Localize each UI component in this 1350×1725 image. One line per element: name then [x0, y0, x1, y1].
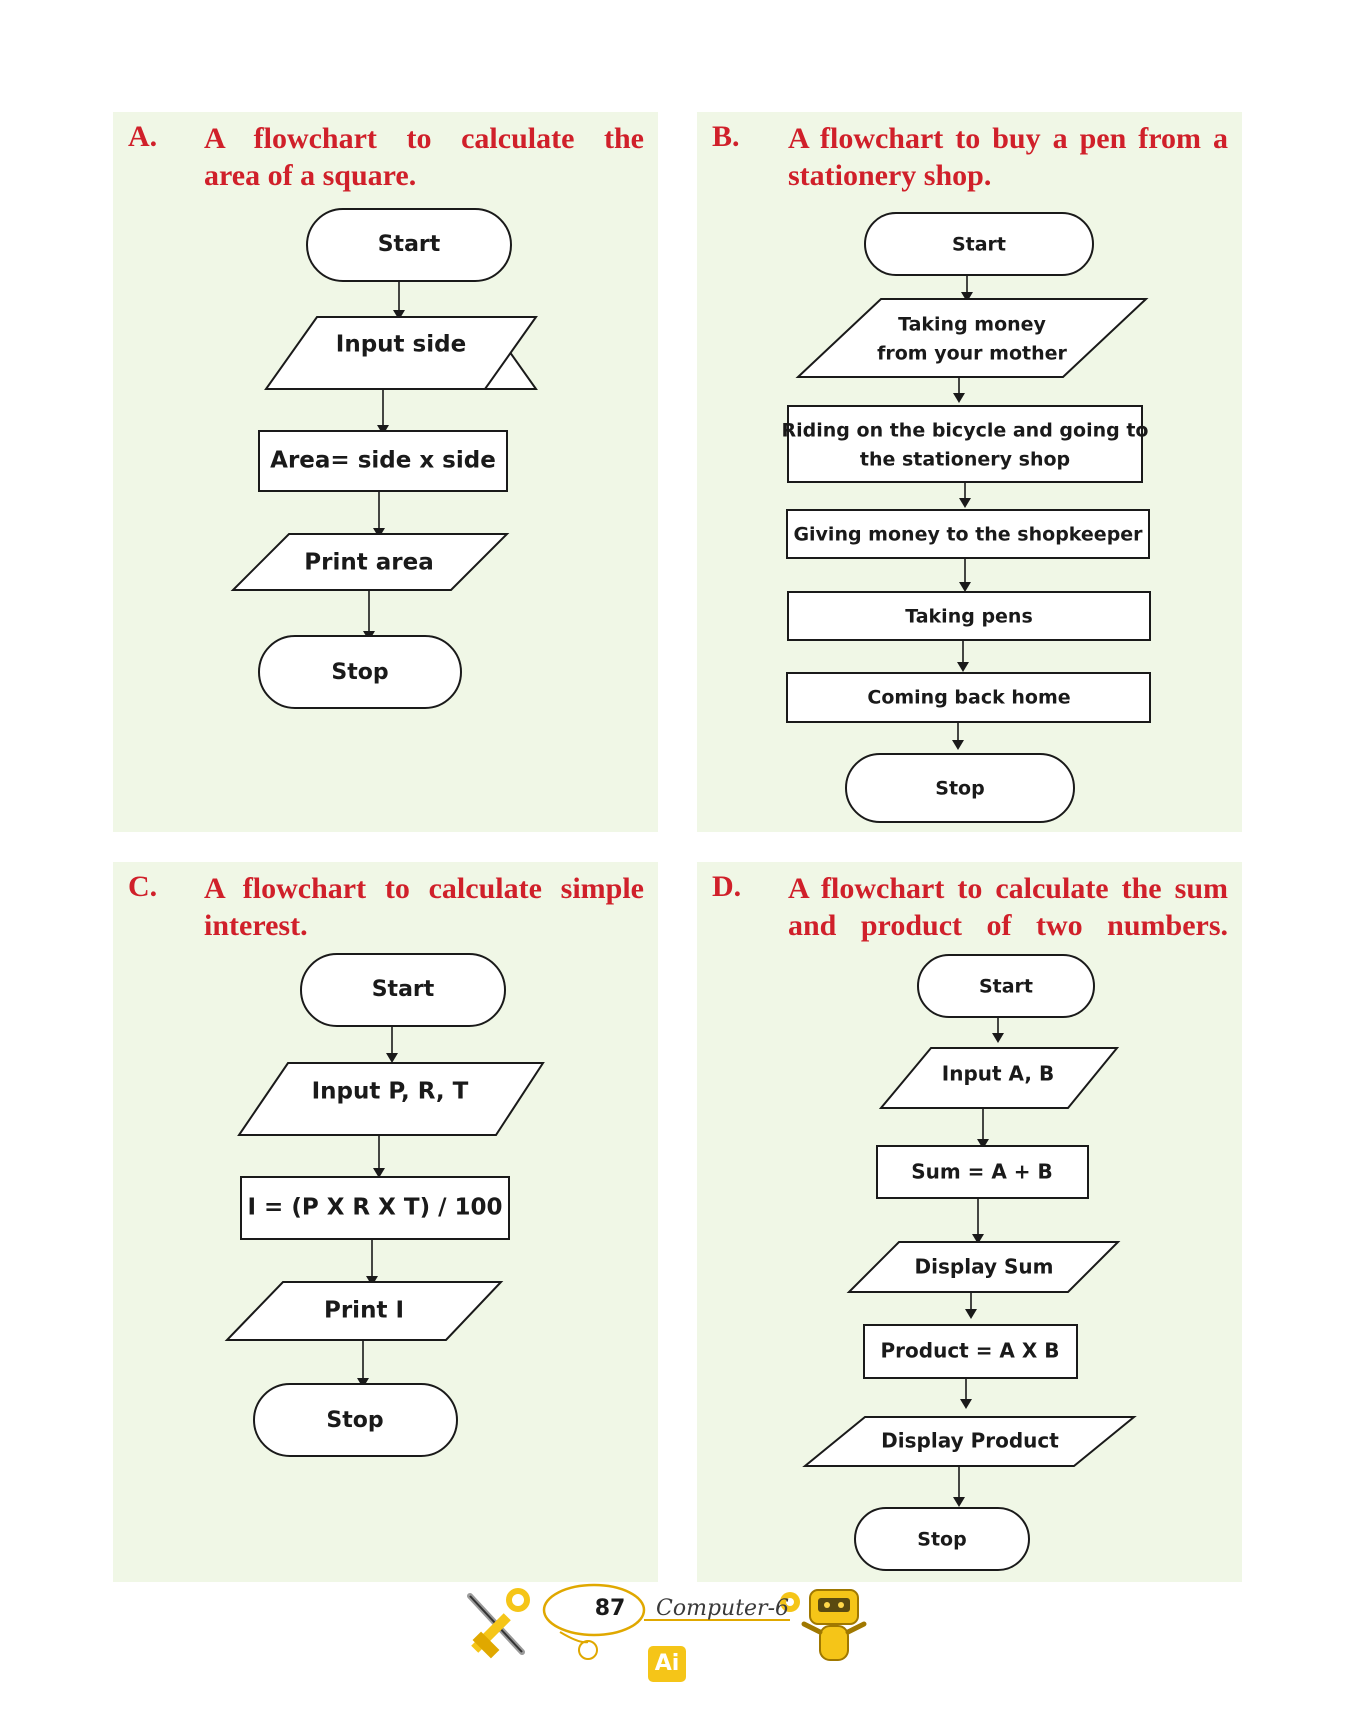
stop-terminal	[258, 635, 462, 709]
process-box	[876, 1145, 1089, 1199]
panel-title: A flowchart to calculate the sum and pro…	[788, 870, 1228, 944]
print-label: Print I	[324, 1298, 404, 1324]
process-label-line2: the stationery shop	[860, 449, 1070, 471]
input-label: Input side	[336, 332, 466, 358]
process-label: I = (P X R X T) / 100	[247, 1195, 502, 1221]
process-label: Taking pens	[905, 606, 1033, 628]
print-label: Print area	[304, 550, 433, 576]
process-label-line1: Riding on the bicycle and going to	[782, 420, 1149, 442]
display-label: Display Product	[881, 1429, 1059, 1453]
print-parallelogram	[224, 1281, 504, 1341]
input-label-line2: from your mother	[877, 343, 1067, 365]
process-label: Product = A X B	[881, 1339, 1060, 1363]
process-box	[863, 1324, 1078, 1379]
process-label: Coming back home	[867, 687, 1070, 709]
stop-terminal	[845, 753, 1075, 823]
flowchart-panel-b: B. A flowchart to buy a pen from a stati…	[697, 112, 1242, 832]
panel-title: A flowchart to calculate the area of a s…	[204, 120, 644, 194]
process-box	[786, 672, 1151, 723]
title-line: A flowchart to calculate simple	[204, 872, 644, 905]
page-number-oval	[542, 1583, 646, 1637]
process-label: Area= side x side	[270, 448, 496, 474]
process-label: Giving money to the shopkeeper	[793, 524, 1143, 546]
stop-terminal	[253, 1383, 458, 1457]
title-line: interest.	[204, 909, 308, 942]
title-line: stationery shop.	[788, 159, 992, 192]
title-line: A flowchart to buy a pen from a	[788, 122, 1228, 155]
input-parallelogram	[795, 298, 1149, 378]
stop-label: Stop	[331, 660, 388, 685]
start-label: Start	[979, 976, 1033, 998]
process-box	[786, 509, 1150, 559]
print-parallelogram	[230, 533, 510, 591]
flowchart-diagram: Start Input P, R, T I = (P X R X T) / 10…	[224, 953, 545, 1457]
gear-icon	[780, 1592, 800, 1612]
stop-terminal	[854, 1507, 1030, 1571]
flowchart-panel-a: A. A flowchart to calculate the area of …	[113, 112, 658, 832]
flowchart-panel-d: D. A flowchart to calculate the sum and …	[697, 862, 1242, 1582]
book-name: Computer-6	[656, 1596, 789, 1621]
display-parallelogram	[802, 1416, 1137, 1467]
process-box	[240, 1176, 510, 1240]
display-parallelogram	[846, 1241, 1121, 1293]
input-label-line1: Taking money	[898, 314, 1046, 336]
process-label: Sum = A + B	[911, 1160, 1053, 1184]
page-number: 87	[594, 1596, 626, 1621]
process-box	[787, 591, 1151, 641]
input-parallelogram	[237, 1062, 545, 1136]
stop-label: Stop	[917, 1529, 966, 1551]
start-terminal	[864, 212, 1094, 276]
page-footer: 87 Computer-6 Ai	[460, 1580, 900, 1690]
footer-decoration	[467, 1583, 867, 1661]
input-label: Input P, R, T	[312, 1079, 469, 1105]
title-line: and product of two numbers.	[788, 909, 1228, 942]
process-box	[258, 430, 508, 492]
flowchart-diagram: Start Input side Area= side x side Print…	[230, 208, 538, 709]
panel-letter: A.	[128, 120, 158, 153]
start-terminal	[306, 208, 512, 282]
panel-letter: D.	[712, 870, 742, 903]
start-label: Start	[952, 234, 1006, 256]
flowchart-diagram: Start Taking money from your mother Ridi…	[782, 212, 1151, 823]
panel-letter: C.	[128, 870, 158, 903]
title-line: area of a square.	[204, 159, 417, 192]
display-label: Display Sum	[915, 1255, 1054, 1279]
stop-label: Stop	[935, 778, 984, 800]
robot-icon	[801, 1589, 867, 1661]
flowchart-panel-c: C. A flowchart to calculate simple inter…	[113, 862, 658, 1582]
process-box	[787, 405, 1143, 483]
start-terminal	[917, 954, 1095, 1018]
start-label: Start	[372, 977, 435, 1002]
panel-title: A flowchart to calculate simple interest…	[204, 870, 644, 944]
title-line: A flowchart to calculate the sum	[788, 872, 1228, 905]
panel-title: A flowchart to buy a pen from a statione…	[788, 120, 1228, 194]
start-label: Start	[378, 232, 441, 257]
input-parallelogram	[878, 1047, 1120, 1109]
title-line: A flowchart to calculate the	[204, 122, 644, 155]
input-label: Input A, B	[942, 1062, 1054, 1086]
stop-label: Stop	[326, 1408, 383, 1433]
ai-badge: Ai	[648, 1646, 686, 1682]
flowchart-diagram: Start Input A, B Sum = A + B Display Sum…	[802, 954, 1137, 1571]
start-terminal	[300, 953, 506, 1027]
tools-icon	[467, 1588, 530, 1659]
panel-letter: B.	[712, 120, 740, 153]
